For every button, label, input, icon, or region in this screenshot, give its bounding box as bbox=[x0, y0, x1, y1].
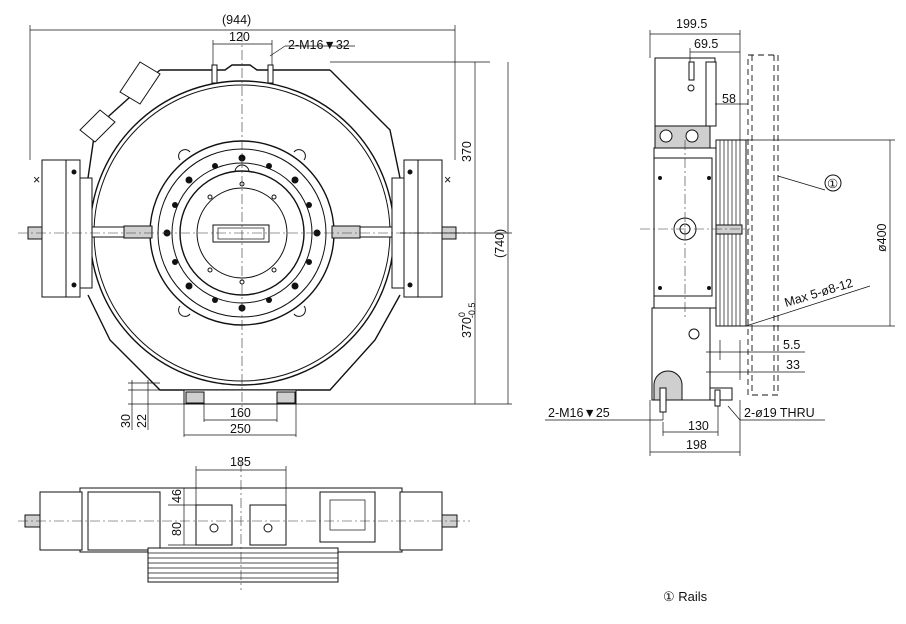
right-rail-block-inner bbox=[403, 159, 419, 298]
front-top-plate bbox=[160, 64, 330, 71]
tap-hole-right bbox=[267, 64, 274, 84]
dim-front-base-30: 30 bbox=[119, 414, 133, 428]
dim-front-lower-height: 3700-0.5 bbox=[457, 303, 477, 338]
left-shaft-collar bbox=[123, 225, 153, 239]
connector-plug bbox=[79, 109, 116, 143]
x-mark-left: × bbox=[33, 173, 40, 187]
rotor-notch-c bbox=[178, 305, 191, 317]
front-base-pad-right bbox=[276, 391, 296, 404]
side-base-boss bbox=[653, 370, 683, 401]
connector-box bbox=[119, 61, 161, 105]
front-dimensions bbox=[29, 25, 512, 437]
dim-bottom-80: 80 bbox=[170, 522, 184, 536]
callout-circle bbox=[824, 174, 842, 192]
center-key-slot bbox=[212, 224, 270, 243]
bottom-view bbox=[18, 462, 470, 590]
side-shaft bbox=[715, 224, 743, 235]
callout-1: ① bbox=[827, 177, 838, 191]
bottom-cover bbox=[319, 491, 376, 543]
bottom-pad-right bbox=[249, 504, 287, 546]
left-rail-block-inner bbox=[65, 159, 81, 298]
side-thru-hole bbox=[714, 389, 721, 407]
housing-right-upper bbox=[329, 69, 401, 179]
dim-front-base-160: 160 bbox=[230, 406, 251, 420]
dim-side-58-label: 58 bbox=[722, 92, 736, 106]
dim-side-top-offset: 69.5 bbox=[694, 37, 718, 51]
side-foot bbox=[709, 387, 733, 401]
dim-side-tap: 2-M16▼25 bbox=[548, 406, 610, 420]
side-dimensions bbox=[545, 30, 895, 456]
dim-side-holes: Max 5-ø8-12 bbox=[783, 276, 855, 310]
right-shaft-collar bbox=[331, 225, 361, 239]
center-key-inner bbox=[217, 227, 265, 240]
rail-outline bbox=[747, 54, 779, 396]
dim-bottom-46: 46 bbox=[170, 489, 184, 503]
rotor-notch-b bbox=[293, 149, 306, 161]
dim-side-width: 199.5 bbox=[676, 17, 707, 31]
front-view: × × bbox=[18, 32, 470, 408]
dim-front-upper-height: 370 bbox=[460, 141, 474, 162]
front-base bbox=[183, 389, 297, 405]
dim-side-33: 33 bbox=[786, 358, 800, 372]
bottom-fin-lines bbox=[148, 552, 338, 579]
rotor-bore bbox=[196, 187, 288, 279]
side-tap-hole bbox=[659, 387, 667, 413]
dim-front-base-250: 250 bbox=[230, 422, 251, 436]
front-base-pad-left bbox=[185, 391, 205, 404]
legend-rails: ① Rails bbox=[663, 589, 708, 604]
dim-front-overall-height: (740) bbox=[493, 229, 507, 258]
dim-bottom-185: 185 bbox=[230, 455, 251, 469]
dim-front-top-slot: 120 bbox=[229, 30, 250, 44]
dim-front-base-22: 22 bbox=[135, 414, 149, 428]
x-mark-right: × bbox=[444, 173, 451, 187]
bottom-cover-inner bbox=[329, 499, 366, 531]
rotor-notch-d bbox=[293, 305, 306, 317]
bolt-holes bbox=[163, 154, 321, 312]
bottom-fins bbox=[147, 547, 339, 583]
bottom-dimensions bbox=[168, 466, 287, 546]
dim-side-198: 198 bbox=[686, 438, 707, 452]
rotor-notch-a bbox=[178, 149, 191, 161]
dim-side-thru: 2-ø19 THRU bbox=[744, 406, 815, 420]
side-top-block-edge bbox=[705, 61, 717, 127]
tap-hole-left bbox=[211, 64, 218, 84]
bottom-pad-left bbox=[195, 504, 233, 546]
dim-side-5-5: 5.5 bbox=[783, 338, 800, 352]
dim-front-overall-width: (944) bbox=[222, 13, 251, 27]
side-view bbox=[640, 54, 779, 413]
dim-side-130: 130 bbox=[688, 419, 709, 433]
side-main-panel bbox=[653, 157, 713, 297]
dim-side-diameter: ø400 bbox=[875, 223, 889, 252]
side-top-tap bbox=[688, 61, 695, 81]
dim-front-tap-top: 2-M16▼32 bbox=[288, 38, 350, 52]
